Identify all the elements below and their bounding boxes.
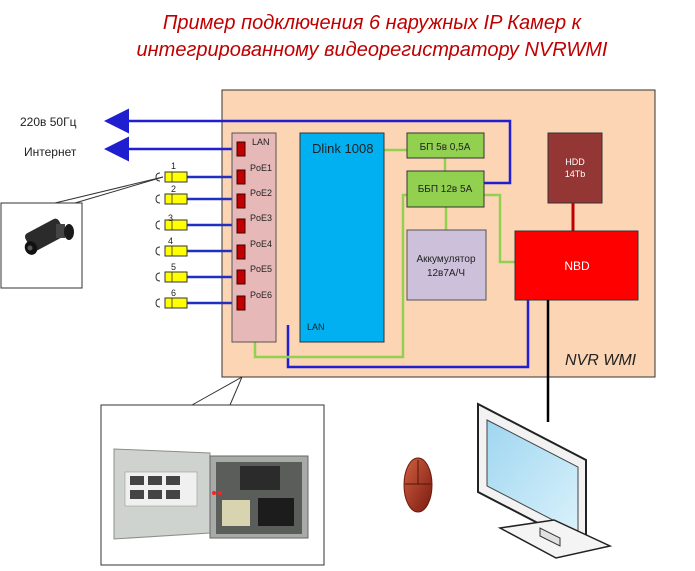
nvr-board — [514, 230, 639, 301]
camera-number-6: 6 — [171, 288, 176, 298]
poe5-port-connector — [236, 269, 246, 285]
hdd-label-line2: 14Tb — [565, 169, 586, 179]
lan-port-label: LAN — [252, 137, 270, 147]
poe1-port-connector — [236, 169, 246, 185]
camera-number-4: 4 — [168, 236, 173, 246]
camera-connector-6 — [155, 297, 188, 309]
poe6-port-label: PoE6 — [250, 290, 272, 300]
switch-box — [299, 132, 385, 343]
enclosure-photo-image — [113, 448, 309, 540]
ups-panel-link — [253, 193, 407, 359]
ups-label: ББП 12в 5А — [418, 184, 473, 195]
blue-cables — [104, 108, 530, 369]
mouse-icon — [403, 457, 433, 513]
poe4-port-label: PoE4 — [250, 239, 272, 249]
power-cable — [104, 108, 512, 185]
camera-cables — [178, 175, 240, 305]
port-labels: LAN PoE1 PoE2 PoE3 PoE4 PoE5 PoE6 — [250, 137, 272, 300]
internet-label: Интернет — [24, 145, 77, 159]
camera-connector-2 — [155, 193, 188, 205]
camera-callout-line-a — [54, 176, 164, 204]
switch-nvr-lan-cable — [286, 300, 530, 369]
lan-port-connector — [236, 141, 246, 157]
poe2-port-label: PoE2 — [250, 188, 272, 198]
battery-box — [406, 229, 487, 301]
hdd-label-line1: HDD — [565, 157, 585, 167]
green-power-cables — [253, 148, 515, 359]
poe4-port-connector — [236, 244, 246, 260]
psu-label: БП 5в 0,5А — [420, 142, 471, 153]
port-connectors — [236, 141, 246, 311]
ip-camera-icon — [24, 218, 74, 255]
enclosure-label: NVR WMI — [565, 352, 637, 369]
diagram-title-line1: Пример подключения 6 наружных IP Камер к — [163, 12, 583, 34]
camera-connector-5 — [155, 271, 188, 283]
poe1-port-label: PoE1 — [250, 163, 272, 173]
poe3-port-connector — [236, 218, 246, 234]
switch-name: Dlink 1008 — [312, 141, 373, 156]
battery-label-line1: Аккумулятор — [416, 254, 475, 265]
psu-box — [406, 132, 485, 159]
camera-connector-1 — [155, 171, 188, 183]
camera-numbers: 1 2 3 4 5 6 — [168, 161, 176, 298]
power-label: 220в 50Гц — [20, 115, 77, 129]
switch-lan-label: LAN — [307, 322, 325, 332]
hdd-box — [547, 132, 603, 204]
ups-box — [406, 170, 485, 208]
camera-connector-4 — [155, 245, 188, 257]
camera-connectors — [155, 171, 188, 309]
camera-number-1: 1 — [171, 161, 176, 171]
battery-label-line2: 12в7А/Ч — [427, 268, 465, 279]
photo-callout-line-b — [229, 376, 243, 406]
camera-number-5: 5 — [171, 262, 176, 272]
diagram-title-line2: интегрированному видеорегистратору NVRWM… — [137, 39, 608, 61]
poe5-port-label: PoE5 — [250, 264, 272, 274]
camera-number-2: 2 — [171, 184, 176, 194]
poe2-port-connector — [236, 193, 246, 209]
monitor-icon — [477, 402, 613, 559]
camera-number-3: 3 — [168, 213, 173, 223]
photo-callout-line-a — [191, 376, 243, 406]
poe6-port-connector — [236, 295, 246, 311]
nvr-label: NBD — [564, 259, 590, 273]
poe3-port-label: PoE3 — [250, 213, 272, 223]
camera-callout-line-b — [74, 176, 164, 204]
ups-nvr-link — [484, 193, 515, 264]
camera-connector-3 — [155, 219, 188, 231]
